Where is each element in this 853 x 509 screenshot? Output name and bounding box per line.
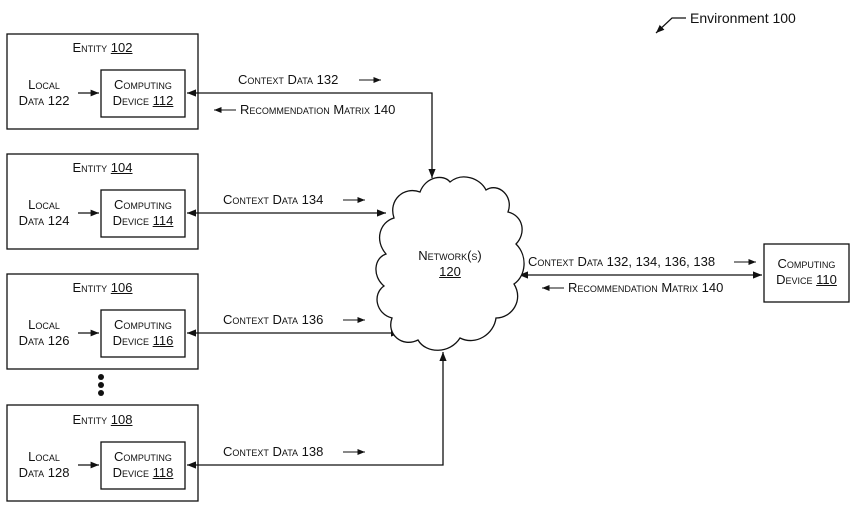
local-data-label: Data 124	[18, 213, 70, 228]
entity-number: 106	[110, 280, 133, 295]
device-word: Device	[112, 213, 150, 228]
device-110-box	[763, 243, 850, 303]
recommendation-matrix-left-label: Recommendation Matrix 140	[240, 102, 396, 117]
device-110-label: Computing Device 110	[764, 256, 849, 288]
device-word: Device	[112, 465, 150, 480]
local-label: Local	[28, 77, 60, 92]
ellipsis-dot	[98, 382, 104, 388]
network-number: 120	[439, 264, 461, 279]
local-label: Local	[28, 197, 60, 212]
device-112-label: Computing Device 112	[101, 77, 185, 109]
device-118-label: Computing Device 118	[101, 449, 185, 481]
local-label: Local	[28, 449, 60, 464]
local-data-122: Local Data 122	[10, 77, 78, 109]
device-word: Device	[112, 93, 150, 108]
entity-102-title: Entity 102	[7, 40, 198, 56]
device-number: 114	[152, 213, 174, 228]
environment-label: Environment 100	[690, 10, 796, 26]
local-data-label: Data 128	[18, 465, 70, 480]
device-number: 110	[816, 272, 837, 287]
ellipsis-dot	[98, 390, 104, 396]
entity-word: Entity	[72, 160, 108, 175]
entity-106-title: Entity 106	[7, 280, 198, 296]
device-112-network-connector	[187, 89, 436, 178]
device-word: Device	[776, 272, 813, 287]
device-114-label: Computing Device 114	[101, 197, 185, 229]
device-118-network-connector	[187, 352, 447, 469]
computing-label: Computing	[114, 197, 172, 212]
network-label: Network(s) 120	[400, 248, 500, 280]
device-number: 112	[152, 93, 174, 108]
entity-108-title: Entity 108	[7, 412, 198, 428]
computing-label: Computing	[777, 256, 836, 271]
device-word: Device	[112, 333, 150, 348]
entity-104-box	[6, 153, 199, 250]
local-data-124: Local Data 124	[10, 197, 78, 229]
device-112-box	[100, 69, 186, 118]
entity-number: 108	[110, 412, 133, 427]
computing-label: Computing	[114, 317, 172, 332]
device-118-box	[100, 441, 186, 490]
computing-label: Computing	[114, 449, 172, 464]
recommendation-matrix-right-label: Recommendation Matrix 140	[568, 280, 724, 295]
local-data-126: Local Data 126	[10, 317, 78, 349]
more-entities-ellipsis	[98, 374, 104, 398]
ellipsis-dot	[98, 374, 104, 380]
local-data-label: Data 126	[18, 333, 70, 348]
context-data-138-label: Context Data 138	[223, 444, 324, 459]
environment-pointer-arrow	[655, 17, 686, 34]
device-116-label: Computing Device 116	[101, 317, 185, 349]
entity-word: Entity	[72, 40, 108, 55]
context-data-136-label: Context Data 136	[223, 312, 324, 327]
entity-word: Entity	[72, 280, 108, 295]
context-data-all-label: Context Data 132, 134, 136, 138	[528, 254, 716, 269]
computing-label: Computing	[114, 77, 172, 92]
device-116-box	[100, 309, 186, 358]
local-data-label: Data 122	[18, 93, 70, 108]
entity-number: 102	[110, 40, 133, 55]
local-data-128: Local Data 128	[10, 449, 78, 481]
context-data-132-label: Context Data 132	[238, 72, 339, 87]
entity-102-box	[6, 33, 199, 130]
device-114-box	[100, 189, 186, 238]
entity-word: Entity	[72, 412, 108, 427]
local-label: Local	[28, 317, 60, 332]
network-title: Network(s)	[418, 248, 482, 263]
network-cloud	[375, 176, 525, 351]
entity-106-box	[6, 273, 199, 370]
entity-104-title: Entity 104	[7, 160, 198, 176]
device-number: 116	[152, 333, 174, 348]
device-number: 118	[152, 465, 174, 480]
context-data-134-label: Context Data 134	[223, 192, 324, 207]
entity-number: 104	[110, 160, 133, 175]
